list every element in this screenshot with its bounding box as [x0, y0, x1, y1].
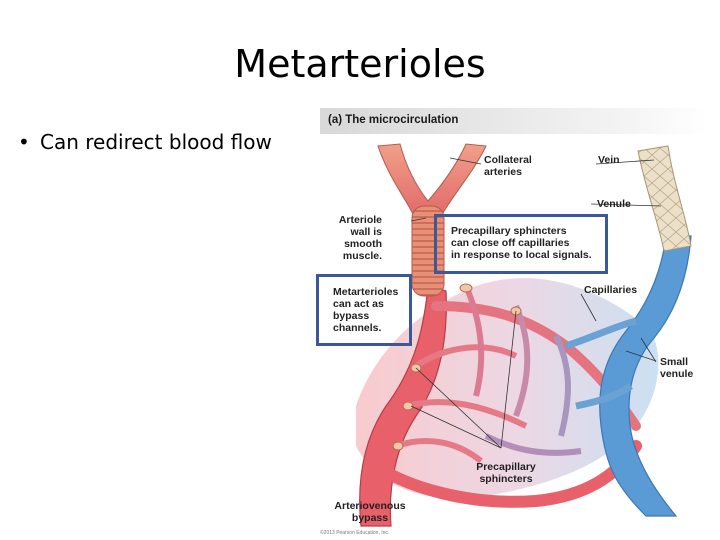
highlight-box-sphincters: [434, 214, 608, 274]
highlight-box-metarterioles: [316, 274, 412, 346]
label-venule: Venule: [597, 198, 631, 210]
figure-header: (a) The microcirculation: [320, 108, 706, 134]
microcirculation-figure: (a) The microcirculation: [316, 106, 708, 536]
label-arteriole-wall: Arteriole wall is smooth muscle.: [338, 214, 382, 262]
label-precapillary-sphincters: Precapillary sphincters: [476, 461, 536, 485]
venous-vessels: [564, 235, 692, 517]
label-collateral-arteries: Collateral arteries: [484, 154, 532, 178]
label-metarterioles-note: Metarterioles can act as bypass channels…: [333, 286, 399, 334]
vein: [637, 145, 692, 252]
label-precapillary-note: Precapillary sphincters can close off ca…: [451, 225, 592, 261]
bullet-dot-icon: •: [18, 130, 30, 154]
bullet-text: Can redirect blood flow: [40, 130, 272, 154]
microcirculation-illustration: [356, 143, 692, 527]
figure-credit: ©2013 Pearson Education, Inc.: [320, 530, 390, 536]
bullet-item: • Can redirect blood flow: [18, 130, 272, 154]
label-vein: Vein: [598, 154, 620, 166]
leader-lines: [410, 157, 662, 449]
label-arteriovenous-bypass: Arteriovenous bypass: [334, 500, 406, 524]
bullet-list: • Can redirect blood flow: [18, 130, 272, 154]
label-capillaries: Capillaries: [584, 284, 638, 296]
label-small-venule: Small venule: [660, 356, 694, 380]
figure-header-text: (a) The microcirculation: [328, 114, 459, 126]
slide-title: Metarterioles: [234, 42, 486, 86]
